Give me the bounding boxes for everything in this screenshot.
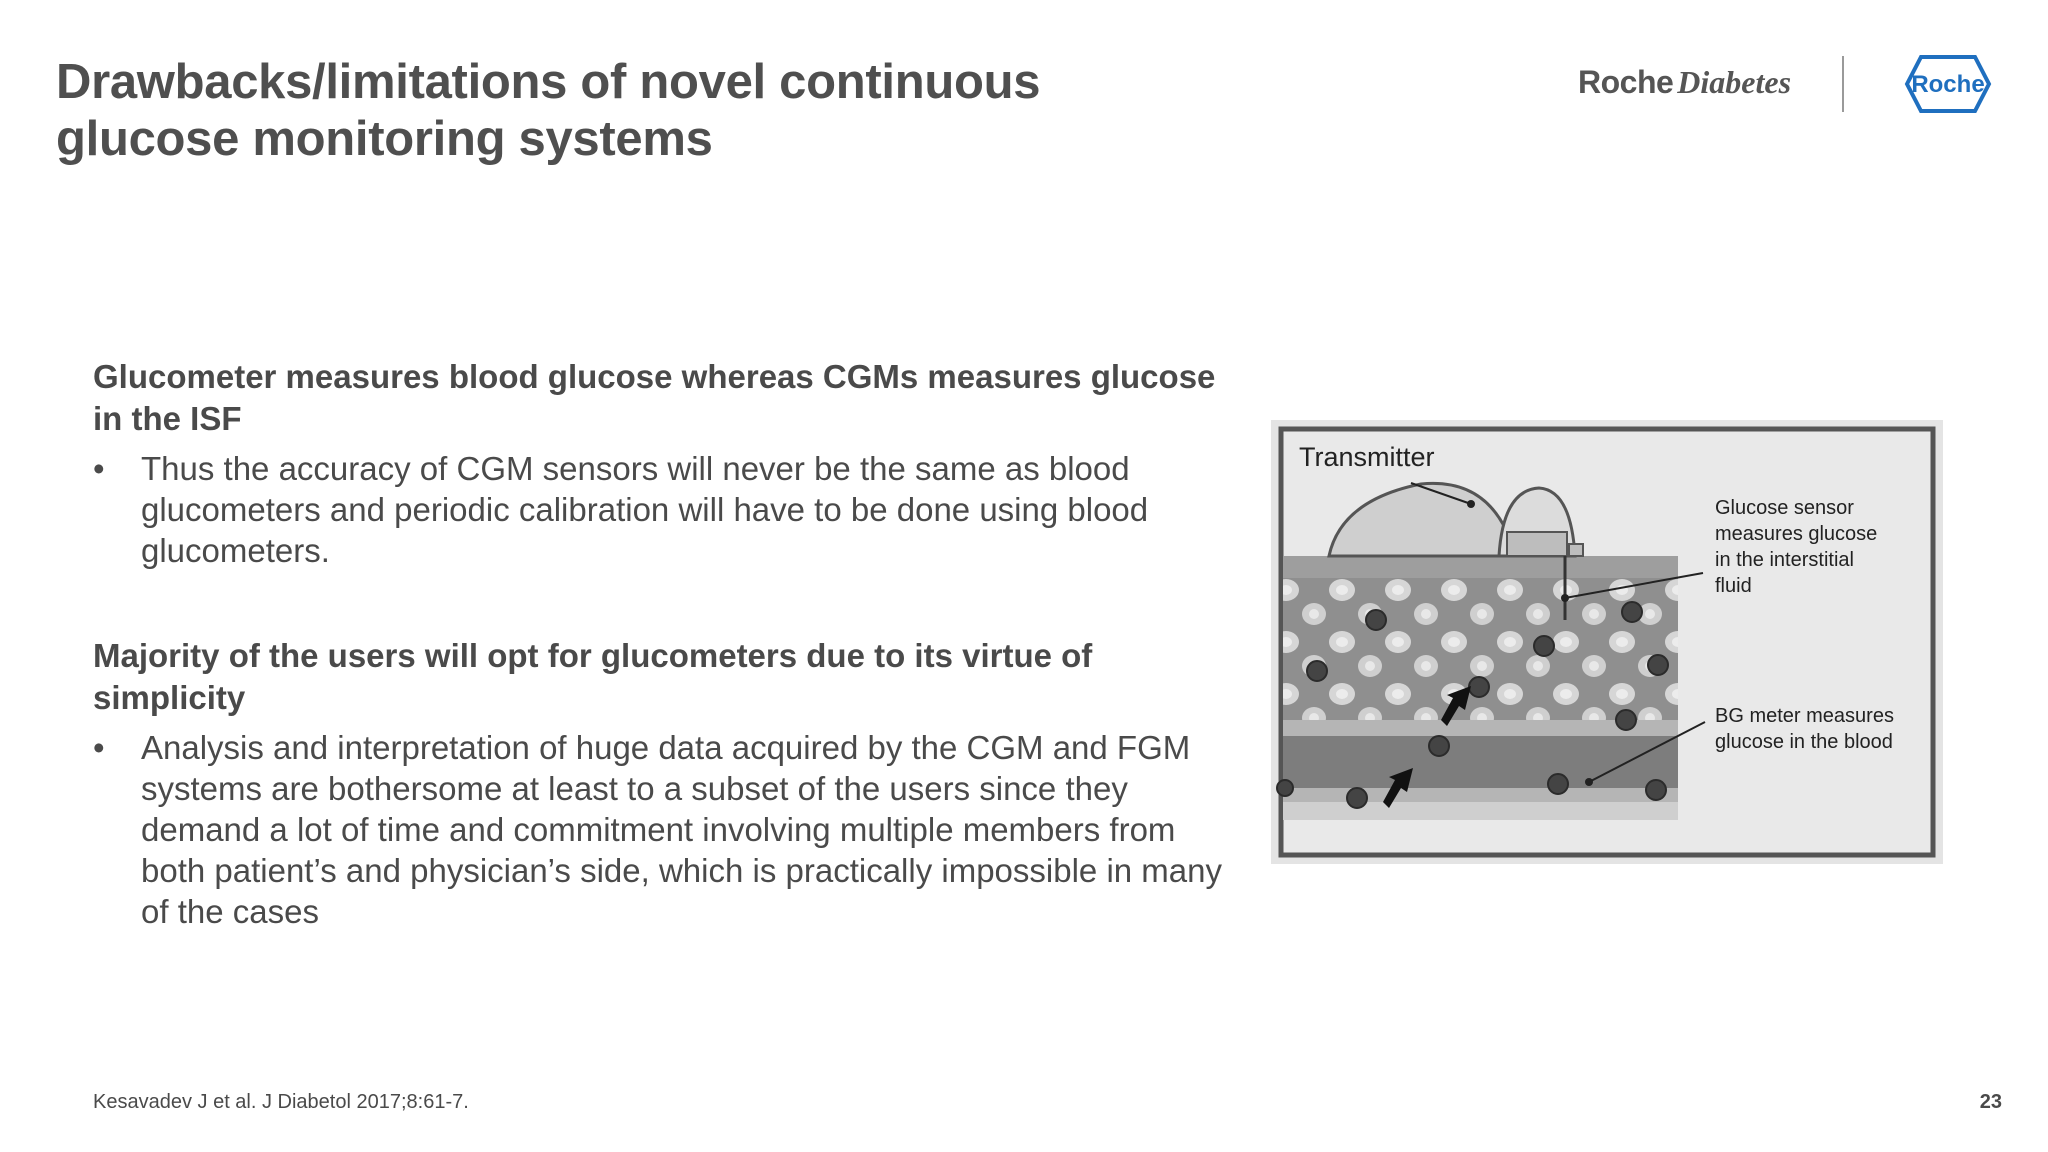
vessel-wall-top — [1283, 720, 1678, 736]
transmitter-leader-line — [1410, 482, 1472, 505]
glucose-molecules — [1276, 601, 1669, 809]
diffusion-arrows — [1383, 686, 1471, 808]
label-sensor-line: Glucose sensor — [1715, 497, 1854, 519]
content-column: Glucometer measures blood glucose wherea… — [93, 356, 1223, 932]
sensor-housing — [1506, 531, 1568, 557]
hex-logo-text: Roche — [1911, 71, 1984, 98]
bg-meter-leader-line — [1588, 721, 1706, 783]
section-heading: Glucometer measures blood glucose wherea… — [93, 358, 1216, 437]
page-number: 23 — [1979, 1091, 2002, 1113]
bullet-item: • Analysis and interpretation of huge da… — [93, 727, 1223, 932]
skin-layer — [1283, 556, 1678, 578]
bullet-text: Thus the accuracy of CGM sensors will ne… — [141, 450, 1149, 569]
slide-title: Drawbacks/limitations of novel continuou… — [56, 55, 1041, 166]
section-accuracy: Glucometer measures blood glucose wherea… — [93, 356, 1223, 571]
label-sensor-line: in the interstitial — [1715, 549, 1854, 571]
logo-divider — [1842, 56, 1844, 112]
logo-diabetes-text: Diabetes — [1677, 64, 1792, 100]
blood-vessel — [1283, 736, 1678, 788]
bg-meter-leader-dot — [1585, 778, 1593, 786]
transmitter-leader-dot — [1467, 500, 1475, 508]
sensor-clip — [1568, 543, 1584, 557]
cgm-diagram-figure: Transmitter Glucose sensor measures gluc… — [1271, 420, 1943, 864]
bullet-symbol: • — [93, 450, 105, 487]
label-bg-meter-line: glucose in the blood — [1715, 731, 1893, 753]
section-heading: Majority of the users will opt for gluco… — [93, 637, 1093, 716]
label-sensor-line: fluid — [1715, 575, 1752, 597]
sensor-leader-line — [1564, 572, 1704, 599]
logo-roche-text: Roche — [1578, 64, 1674, 100]
bullet-text: Analysis and interpretation of huge data… — [141, 729, 1222, 930]
label-transmitter: Transmitter — [1299, 442, 1435, 472]
label-bg-meter-line: BG meter measures — [1715, 705, 1894, 727]
lower-tissue — [1283, 802, 1678, 820]
roche-hexagon-logo: Roche — [1904, 55, 1992, 113]
section-simplicity: Majority of the users will opt for gluco… — [93, 635, 1223, 932]
bullet-symbol: • — [93, 729, 105, 766]
bullet-item: • Thus the accuracy of CGM sensors will … — [93, 448, 1223, 571]
vessel-wall-bottom — [1283, 788, 1678, 802]
label-sensor-line: measures glucose — [1715, 523, 1877, 545]
footnote-citation: Kesavadev J et al. J Diabetol 2017;8:61-… — [93, 1091, 469, 1113]
sensor-leader-dot — [1561, 594, 1569, 602]
